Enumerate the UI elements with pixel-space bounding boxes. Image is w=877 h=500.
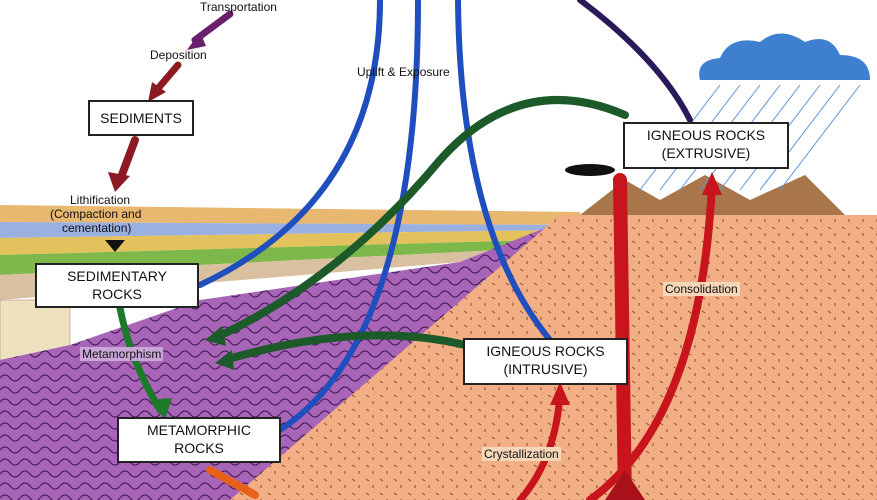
igneous-extrusive-text: IGNEOUS ROCKS bbox=[646, 127, 766, 143]
metamorphism-label: Metamorphism bbox=[80, 347, 164, 361]
igneous-extrusive-text-2: (EXTRUSIVE) bbox=[661, 145, 751, 161]
weathering-arrow bbox=[577, 0, 693, 123]
uplift-arrow bbox=[277, 0, 421, 433]
crystallization-label: Crystallization bbox=[482, 447, 561, 461]
sediments-text: SEDIMENTS bbox=[100, 110, 182, 126]
arrowheads bbox=[105, 32, 722, 500]
metamorphic-text: METAMORPHIC bbox=[147, 422, 251, 438]
sediments-box: SEDIMENTS bbox=[88, 100, 194, 136]
igneous-intrusive-box: IGNEOUS ROCKS (INTRUSIVE) bbox=[463, 338, 628, 385]
metamorphism-arrow bbox=[221, 331, 469, 364]
igneous-intrusive-text-2: (INTRUSIVE) bbox=[503, 361, 588, 377]
consolidation-arrow bbox=[586, 181, 716, 500]
metamorphic-text-2: ROCKS bbox=[174, 440, 224, 456]
lithification-arrow bbox=[116, 136, 139, 184]
metamorphic-rocks-box: METAMORPHIC ROCKS bbox=[117, 417, 281, 463]
uplift-arrow bbox=[197, 0, 383, 288]
uplift-label: Uplift & Exposure bbox=[357, 65, 450, 79]
sedimentary-text: SEDIMENTARY bbox=[67, 268, 167, 284]
consolidation-label: Consolidation bbox=[663, 282, 740, 296]
transportation-label: Transportation bbox=[200, 0, 277, 14]
lithification-label: Lithification bbox=[70, 193, 131, 207]
metamorphism-arrow bbox=[211, 96, 629, 342]
sedimentary-rocks-box: SEDIMENTARY ROCKS bbox=[35, 263, 199, 308]
igneous-intrusive-text: IGNEOUS ROCKS bbox=[486, 343, 605, 359]
deposition-label: Deposition bbox=[150, 48, 207, 62]
lithification-detail-label: (Compaction and bbox=[50, 207, 142, 221]
smoke-icon bbox=[565, 164, 615, 176]
sedimentary-text-2: ROCKS bbox=[92, 286, 142, 302]
uplift-arrow bbox=[455, 0, 553, 343]
igneous-extrusive-box: IGNEOUS ROCKS (EXTRUSIVE) bbox=[623, 122, 789, 169]
lithification-detail-label-2: cementation) bbox=[62, 221, 132, 235]
melting-arrow bbox=[206, 466, 259, 499]
